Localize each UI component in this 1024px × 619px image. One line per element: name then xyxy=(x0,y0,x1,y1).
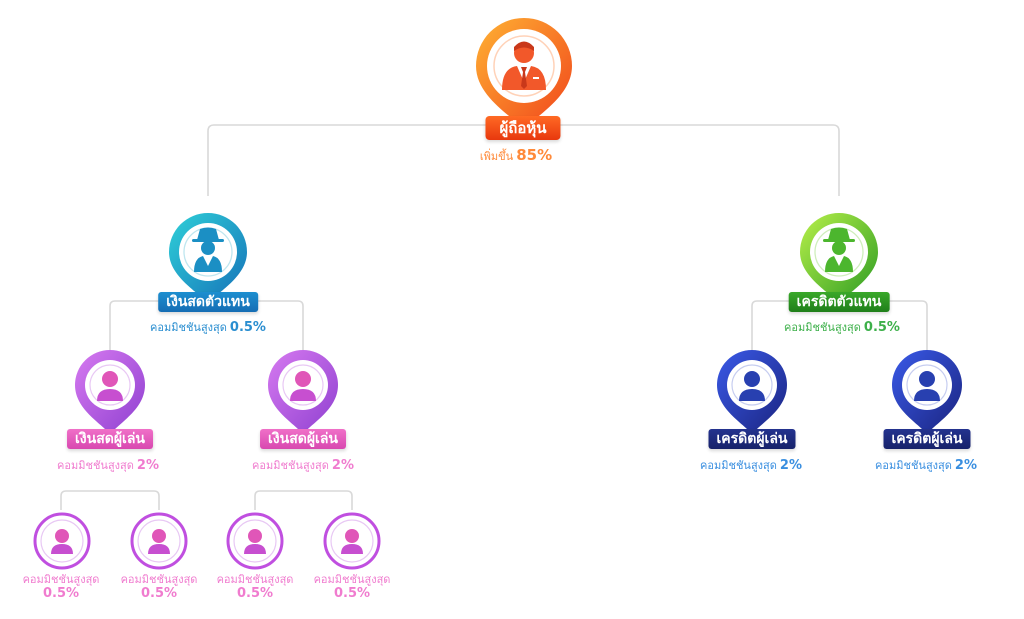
rate-text: คอมมิชชันสูงสุด xyxy=(150,321,227,334)
rate-text: คอมมิชชันสูงสุด xyxy=(252,459,329,472)
rate-value: 0.5% xyxy=(229,320,266,335)
rate-value: 2% xyxy=(779,458,802,473)
rate-text: เพิ่มขึ้น xyxy=(479,150,514,163)
rate-value: 0.5% xyxy=(863,320,900,335)
user-icon xyxy=(33,512,91,570)
detective-icon xyxy=(800,213,878,304)
rate-value: 0.5% xyxy=(333,586,371,601)
rate-value: 2% xyxy=(331,458,354,473)
businessman-icon xyxy=(476,18,572,130)
rate-text: คอมมิชชันสูงสุด xyxy=(875,459,952,472)
credit-agent-label: เครดิตตัวแทน xyxy=(788,292,890,312)
rate-text: คอมมิชชันสูงสุด xyxy=(22,573,100,586)
rate-text: คอมมิชชันสูงสุด xyxy=(313,573,391,586)
rate-text: คอมมิชชันสูงสุด xyxy=(57,459,134,472)
cash-player-label: เงินสดผู้เล่น xyxy=(67,429,153,449)
rate-value: 85% xyxy=(516,146,553,164)
rate-value: 2% xyxy=(954,458,977,473)
rate-value: 2% xyxy=(136,458,159,473)
user-icon xyxy=(892,350,962,435)
rate-text: คอมมิชชันสูงสุด xyxy=(784,321,861,334)
connector-cash-player-2 xyxy=(254,490,353,510)
user-icon xyxy=(130,512,188,570)
credit-player-label: เครดิตผู้เล่น xyxy=(883,429,971,449)
user-icon xyxy=(323,512,381,570)
rate-value: 0.5% xyxy=(140,586,178,601)
rate-value: 0.5% xyxy=(236,586,274,601)
shareholder-label: ผู้ถือหุ้น xyxy=(485,116,561,140)
cash-player-label: เงินสดผู้เล่น xyxy=(260,429,346,449)
user-icon xyxy=(268,350,338,435)
user-icon xyxy=(717,350,787,435)
user-icon xyxy=(75,350,145,435)
cash-agent-label: เงินสดตัวแทน xyxy=(158,292,258,312)
user-icon xyxy=(226,512,284,570)
credit-player-label: เครดิตผู้เล่น xyxy=(708,429,796,449)
rate-value: 0.5% xyxy=(42,586,80,601)
detective-icon xyxy=(169,213,247,304)
rate-text: คอมมิชชันสูงสุด xyxy=(700,459,777,472)
connector-cash-player-1 xyxy=(60,490,160,510)
rate-text: คอมมิชชันสูงสุด xyxy=(120,573,198,586)
rate-text: คอมมิชชันสูงสุด xyxy=(216,573,294,586)
